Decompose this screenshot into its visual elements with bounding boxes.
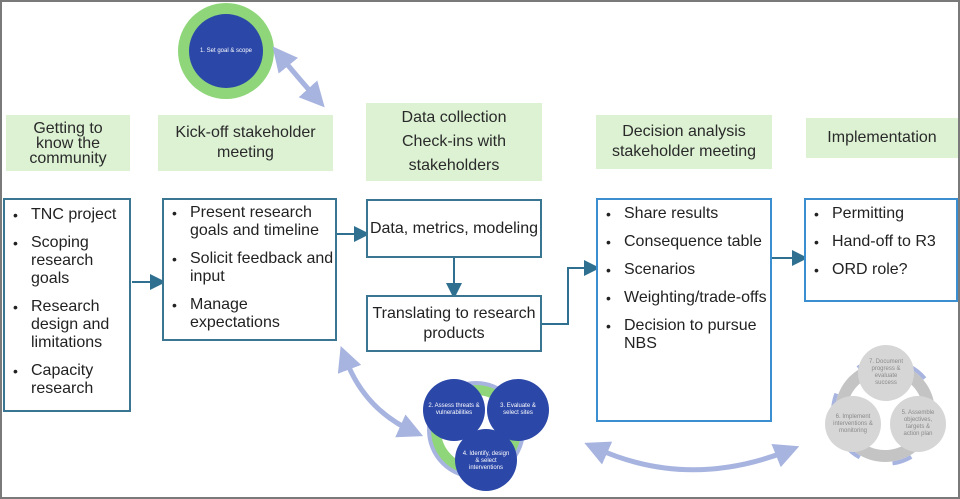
header-line: Implementation <box>827 129 937 146</box>
header-implementation: Implementation <box>806 118 958 158</box>
list-item: ORD role? <box>806 261 956 279</box>
step1-double-arrow <box>272 46 325 108</box>
header-line: Decision analysis <box>622 123 746 140</box>
header-line: Data collection <box>401 109 507 126</box>
box-implementation: Permitting Hand-off to R3 ORD role? <box>804 198 958 302</box>
header-line: Kick-off stakeholder <box>175 124 316 141</box>
list-item: Solicit feedback and input <box>164 250 335 286</box>
step4-label: 4. Identify, design & select interventio… <box>462 450 510 471</box>
list-item: Scenarios <box>598 261 770 279</box>
header-line: know the <box>35 134 101 152</box>
bottom-double-arrow <box>584 441 800 473</box>
step1-circle <box>178 3 274 99</box>
box-decision-analysis: Share results Consequence table Scenario… <box>596 198 772 422</box>
list-item: Hand-off to R3 <box>806 233 956 251</box>
step2-label: 2. Assess threats & vulnerabilities <box>428 403 480 416</box>
list-item: Capacity research <box>5 362 129 398</box>
header-line: meeting <box>217 144 274 161</box>
list-item: TNC project <box>5 206 129 224</box>
step5-label: 5. Assemble objectives, targets & action… <box>901 410 935 437</box>
list-item: Consequence table <box>598 233 770 251</box>
header-decision-analysis: Decision analysis stakeholder meeting <box>596 115 772 169</box>
list-item: Scoping research goals <box>5 234 129 288</box>
connector-3-4 <box>542 260 600 325</box>
step6-label: 6. Implement interventions & monitoring <box>833 413 873 434</box>
box-translating: Translating to research products <box>366 295 542 352</box>
header-data-collection: Data collection Check-ins with stakehold… <box>366 103 542 181</box>
right-cycle <box>825 345 946 466</box>
header-line: stakeholders <box>408 157 500 174</box>
box-kickoff: Present research goals and timeline Soli… <box>162 198 337 341</box>
header-kickoff: Kick-off stakeholder meeting <box>158 115 333 171</box>
step7-label: 7. Document progress & evaluate success <box>868 359 904 386</box>
list-item: Weighting/trade-offs <box>598 289 770 307</box>
list-item: Present research goals and timeline <box>164 204 335 240</box>
list-item: Share results <box>598 205 770 223</box>
list-item: Decision to pursue NBS <box>598 317 770 353</box>
list-item: Manage expectations <box>164 296 335 332</box>
header-getting-to-know: Getting to know the community <box>6 115 130 171</box>
middle-cycle <box>423 379 549 491</box>
step1-label: 1. Set goal & scope <box>199 47 253 54</box>
middle-cycle-double-arrow <box>337 345 424 438</box>
header-line: community <box>29 149 107 167</box>
list-item: Permitting <box>806 205 956 223</box>
box-getting-to-know: TNC project Scoping research goals Resea… <box>3 198 131 412</box>
header-line: stakeholder meeting <box>611 143 757 160</box>
step3-label: 3. Evaluate & select sites <box>500 403 536 416</box>
header-line: Check-ins with <box>401 133 507 150</box>
header-line: Getting to <box>33 119 103 137</box>
list-item: Research design and limitations <box>5 298 129 352</box>
box-data-metrics: Data, metrics, modeling <box>366 199 542 258</box>
